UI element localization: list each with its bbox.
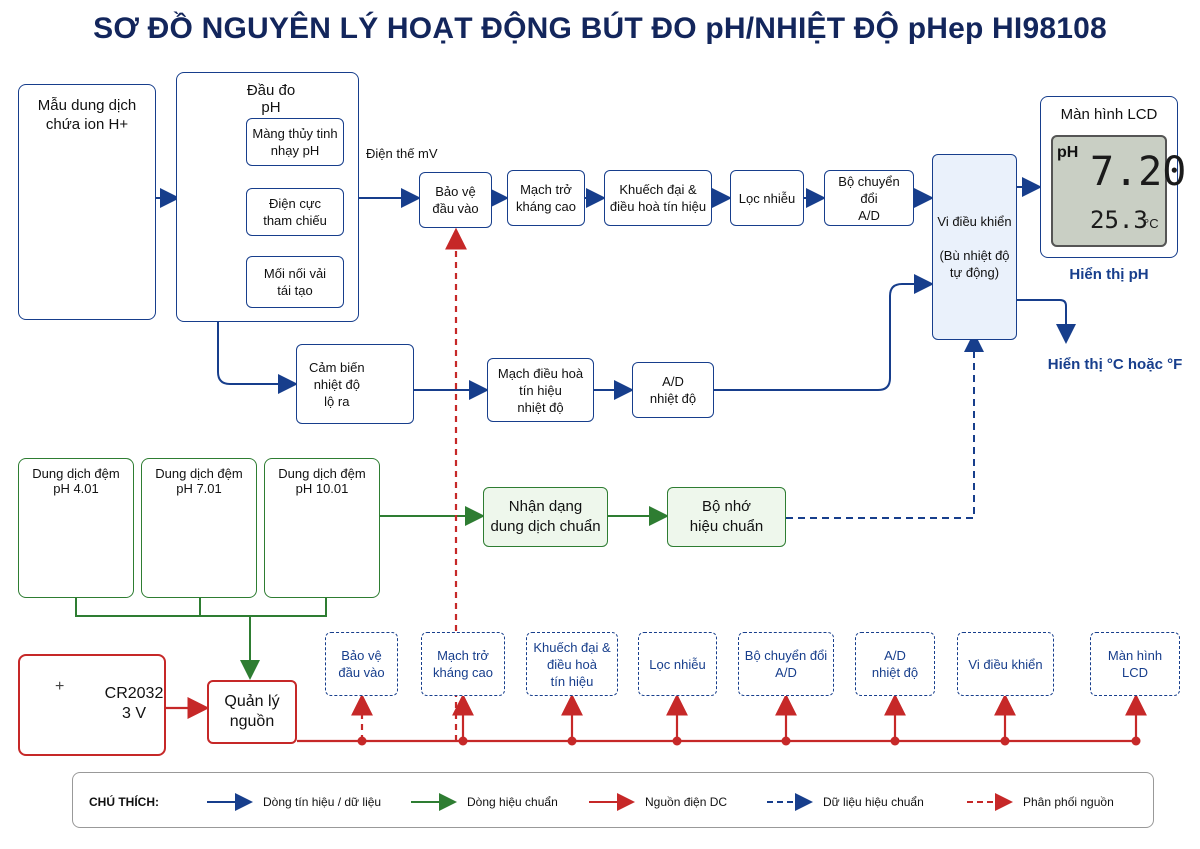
lcd-screen bbox=[1051, 135, 1167, 247]
chain-adc: Bộ chuyển đổi A/D bbox=[824, 170, 914, 226]
probe-part-reference: Điện cực tham chiếu bbox=[246, 188, 344, 236]
battery-label: CR2032 3 V bbox=[104, 685, 164, 722]
legend-title: CHÚ THÍCH: bbox=[89, 795, 159, 809]
power-target-mcu: Vi điều khiển bbox=[957, 632, 1054, 696]
probe-part-glass: Màng thủy tinh nhạy pH bbox=[246, 118, 344, 166]
temp-sensor-box: Cảm biến nhiệt độ lộ ra bbox=[296, 344, 414, 424]
buffer-401-panel bbox=[18, 458, 134, 598]
legend-power: Nguồn điện DC bbox=[645, 795, 728, 809]
probe-part-junction: Mối nối vải tái tạo bbox=[246, 256, 344, 308]
buffer-401-label: Dung dịch đệm pH 4.01 bbox=[32, 466, 120, 496]
ph-display-caption: Hiển thị pH bbox=[1069, 266, 1149, 283]
temp-conditioning: Mạch điều hoà tín hiệu nhiệt độ bbox=[487, 358, 594, 422]
calibration-memory: Bộ nhớ hiệu chuẩn bbox=[667, 487, 786, 547]
power-target-input-protection: Bảo vệ đầu vào bbox=[325, 632, 398, 696]
battery-panel bbox=[18, 654, 166, 756]
page-title: SƠ ĐỒ NGUYÊN LÝ HOẠT ĐỘNG BÚT ĐO pH/NHIỆ… bbox=[93, 12, 1107, 45]
microcontroller: Vi điều khiển (Bù nhiệt độ tự động) bbox=[932, 154, 1017, 340]
buffer-1001-panel bbox=[264, 458, 380, 598]
legend: CHÚ THÍCH: Dòng tín hiệu / dữ liệu Dòng … bbox=[72, 772, 1154, 828]
calibration-wires bbox=[75, 506, 669, 680]
power-target-noise-filter: Lọc nhiễu bbox=[638, 632, 717, 696]
chain-amplifier: Khuếch đại & điều hoà tín hiệu bbox=[604, 170, 712, 226]
sample-label: Mẫu dung dịch chứa ion H+ bbox=[37, 97, 137, 133]
buffer-701-label: Dung dịch đệm pH 7.01 bbox=[155, 466, 243, 496]
power-management: Quản lý nguồn bbox=[207, 680, 297, 744]
battery-plus-icon: + bbox=[55, 678, 65, 695]
legend-power-distribution: Phân phối nguồn bbox=[1023, 795, 1114, 809]
legend-calibration: Dòng hiệu chuẩn bbox=[467, 795, 558, 809]
temp-display-caption: Hiển thị °C hoặc °F bbox=[1047, 356, 1183, 373]
chain-input-protection: Bảo vệ đầu vào bbox=[419, 172, 492, 228]
temp-adc: A/D nhiệt độ bbox=[632, 362, 714, 418]
buffer-701-panel bbox=[141, 458, 257, 598]
lcd-title: Màn hình LCD bbox=[1060, 106, 1158, 123]
legend-calibration-data: Dữ liệu hiệu chuẩn bbox=[823, 795, 924, 809]
power-target-adc: Bộ chuyển đổi A/D bbox=[738, 632, 834, 696]
power-target-lcd: Màn hình LCD bbox=[1090, 632, 1180, 696]
sample-panel bbox=[18, 84, 156, 320]
lcd-ph-value: 7.20 bbox=[1090, 149, 1187, 195]
lcd-temp-value: 25.3 bbox=[1090, 206, 1148, 234]
power-wires bbox=[166, 227, 1147, 743]
mv-label: Điện thế mV bbox=[366, 146, 438, 161]
legend-signal: Dòng tín hiệu / dữ liệu bbox=[263, 795, 382, 809]
chain-high-impedance: Mạch trở kháng cao bbox=[507, 170, 585, 226]
power-target-amplifier: Khuếch đại & điều hoà tín hiệu bbox=[526, 632, 618, 696]
power-target-high-impedance: Mạch trở kháng cao bbox=[421, 632, 505, 696]
buffer-recognition: Nhận dạng dung dịch chuẩn bbox=[483, 487, 608, 547]
buffer-1001-label: Dung dịch đệm pH 10.01 bbox=[278, 466, 366, 496]
chain-noise-filter: Lọc nhiễu bbox=[730, 170, 804, 226]
probe-title: Đầu đo pH bbox=[246, 82, 296, 116]
lcd-ph-tag: pH bbox=[1057, 144, 1079, 161]
signal-wires bbox=[156, 177, 1076, 400]
power-target-temp-adc: A/D nhiệt độ bbox=[855, 632, 935, 696]
lcd-temp-unit: °C bbox=[1144, 216, 1159, 231]
legend-swatches bbox=[207, 793, 1013, 811]
